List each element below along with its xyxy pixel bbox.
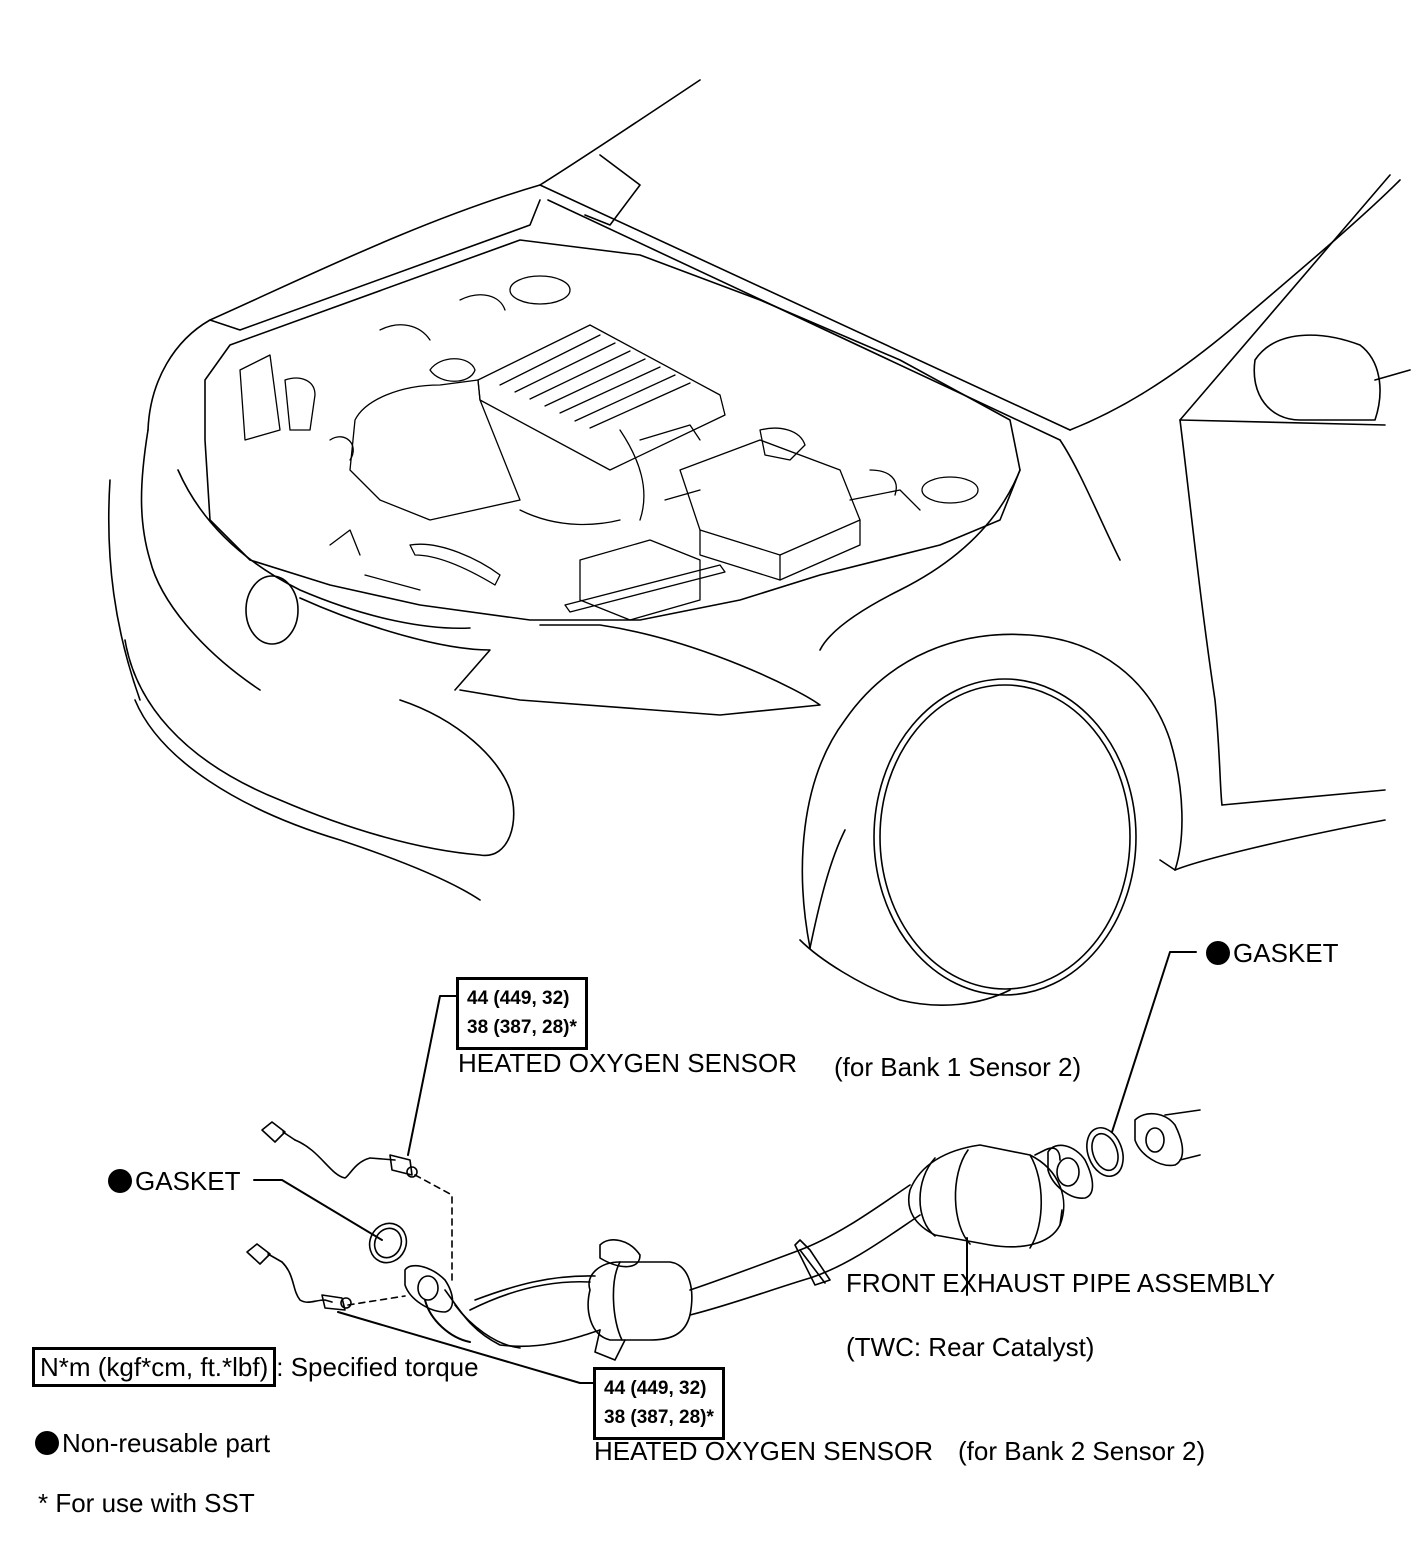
leader-lines — [253, 951, 1197, 1384]
torque-value-standard: 44 (449, 32) — [604, 1378, 707, 1399]
legend-nonreusable: Non-reusable part — [35, 1430, 270, 1456]
sensor-bank1-qualifier: (for Bank 1 Sensor 2) — [834, 1052, 1082, 1082]
sensor-bank1-name: HEATED OXYGEN SENSOR — [458, 1048, 798, 1078]
oxygen-sensor-bank2 — [246, 1243, 352, 1311]
gasket-right-label: GASKET — [1206, 940, 1338, 966]
oxygen-sensor-bank1 — [261, 1121, 418, 1179]
legend-sst-note: * For use with SST — [38, 1488, 255, 1518]
legend-torque-desc: : Specified torque — [276, 1352, 479, 1382]
exhaust-pipe-sublabel: (TWC: Rear Catalyst) — [846, 1332, 1095, 1362]
sensor-bank2-qualifier: (for Bank 2 Sensor 2) — [958, 1436, 1206, 1466]
gasket-left-label: GASKET — [108, 1168, 240, 1194]
torque-value-sst: 38 (387, 28)* — [467, 1017, 577, 1038]
engine-bay — [239, 275, 979, 621]
torque-value-standard: 44 (449, 32) — [467, 988, 570, 1009]
nonreusable-marker-icon — [35, 1431, 59, 1455]
sensor-bank2-name: HEATED OXYGEN SENSOR — [594, 1436, 934, 1466]
legend-torque-unit: N*m (kgf*cm, ft.*lbf) — [32, 1347, 277, 1387]
vehicle-body — [107, 79, 1411, 1006]
legend-torque: N*m (kgf*cm, ft.*lbf): Specified torque — [32, 1347, 479, 1387]
exhaust-pipe-label: FRONT EXHAUST PIPE ASSEMBLY — [846, 1268, 1276, 1298]
torque-spec-bank2: 44 (449, 32) 38 (387, 28)* — [593, 1367, 725, 1440]
nonreusable-marker-icon — [1206, 941, 1230, 965]
torque-spec-bank1: 44 (449, 32) 38 (387, 28)* — [456, 977, 588, 1050]
front-exhaust-pipe-assembly — [368, 1109, 1201, 1361]
nonreusable-marker-icon — [108, 1169, 132, 1193]
torque-value-sst: 38 (387, 28)* — [604, 1407, 714, 1428]
